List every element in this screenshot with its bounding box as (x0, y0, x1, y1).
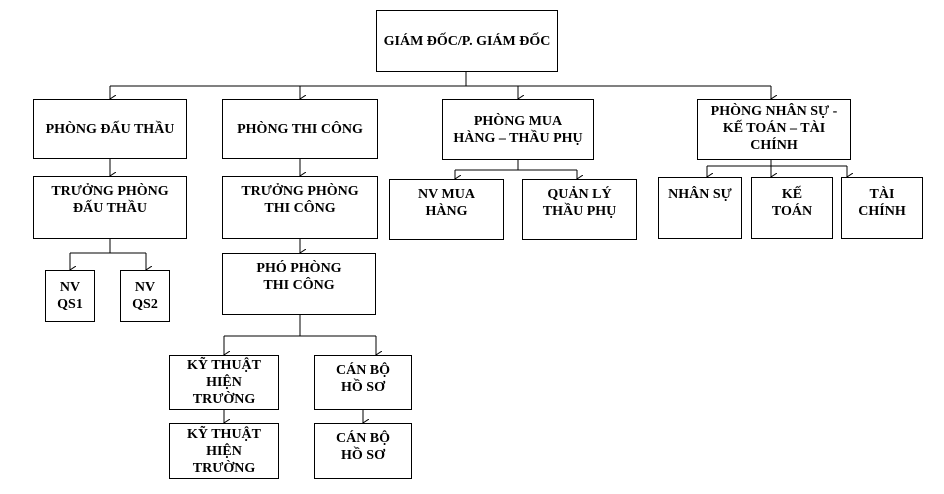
finance-unit-label: TÀI CHÍNH (858, 187, 906, 219)
subcontractor-mgmt-box: QUẢN LÝ THẦU PHỤ (522, 179, 637, 240)
hr-unit-box: NHÂN SỰ (658, 177, 742, 239)
dept-construction-box: PHÒNG THI CÔNG (222, 99, 378, 159)
bidding-staff-box-2: NV QS2 (120, 270, 170, 322)
bidding-head-label: TRƯỞNG PHÒNG ĐẤU THẦU (51, 184, 169, 216)
site-tech-label-1: KỸ THUẬT HIỆN TRƯỜNG (186, 358, 262, 407)
bidding-staff-label-1: NV QS1 (57, 280, 83, 312)
dept-bidding-box: PHÒNG ĐẤU THẦU (33, 99, 187, 159)
records-officer-box-1: CÁN BỘ HỒ SƠ (314, 355, 412, 410)
director-box: GIÁM ĐỐC/P. GIÁM ĐỐC (376, 10, 558, 72)
construction-deputy-box: PHÓ PHÒNG THI CÔNG (222, 253, 376, 315)
records-officer-label-1: CÁN BỘ HỒ SƠ (335, 363, 391, 395)
accounting-unit-box: KẾ TOÁN (751, 177, 833, 239)
purchasing-staff-label: NV MUA HÀNG (418, 187, 475, 219)
site-tech-box-1: KỸ THUẬT HIỆN TRƯỜNG (169, 355, 279, 410)
site-tech-box-2: KỸ THUẬT HIỆN TRƯỜNG (169, 423, 279, 479)
dept-hr-accounting-box: PHÒNG NHÂN SỰ - KẾ TOÁN – TÀI CHÍNH (697, 99, 851, 160)
dept-construction-label: PHÒNG THI CÔNG (237, 121, 363, 137)
dept-bidding-label: PHÒNG ĐẤU THẦU (45, 121, 175, 137)
director-label: GIÁM ĐỐC/P. GIÁM ĐỐC (383, 33, 551, 49)
finance-unit-box: TÀI CHÍNH (841, 177, 923, 239)
subcontractor-mgmt-label: QUẢN LÝ THẦU PHỤ (542, 187, 617, 219)
construction-deputy-label: PHÓ PHÒNG THI CÔNG (256, 261, 342, 293)
purchasing-staff-box: NV MUA HÀNG (389, 179, 504, 240)
dept-purchasing-box: PHÒNG MUA HÀNG – THẦU PHỤ (442, 99, 594, 160)
bidding-head-box: TRƯỞNG PHÒNG ĐẤU THẦU (33, 176, 187, 239)
dept-hr-accounting-label: PHÒNG NHÂN SỰ - KẾ TOÁN – TÀI CHÍNH (710, 104, 838, 153)
bidding-staff-box-1: NV QS1 (45, 270, 95, 322)
records-officer-label-2: CÁN BỘ HỒ SƠ (335, 431, 391, 463)
construction-head-label: TRƯỞNG PHÒNG THI CÔNG (241, 184, 359, 216)
site-tech-label-2: KỸ THUẬT HIỆN TRƯỜNG (186, 426, 262, 476)
accounting-unit-label: KẾ TOÁN (771, 187, 813, 219)
bidding-staff-label-2: NV QS2 (132, 280, 158, 312)
hr-unit-label: NHÂN SỰ (668, 187, 732, 202)
dept-purchasing-label: PHÒNG MUA HÀNG – THẦU PHỤ (453, 113, 583, 146)
records-officer-box-2: CÁN BỘ HỒ SƠ (314, 423, 412, 479)
construction-head-box: TRƯỞNG PHÒNG THI CÔNG (222, 176, 378, 239)
